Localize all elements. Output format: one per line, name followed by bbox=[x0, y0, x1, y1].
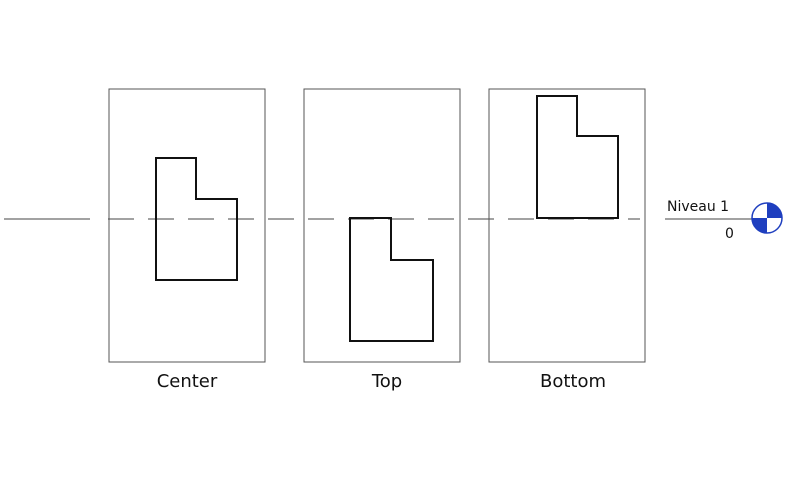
panel-bottom: Bottom bbox=[488, 88, 646, 392]
panel-frame bbox=[108, 88, 266, 363]
panel-top: Top bbox=[303, 88, 461, 392]
panel-center: Center bbox=[108, 88, 266, 392]
level-marker: Niveau 1 0 bbox=[667, 199, 783, 242]
profile-shape bbox=[536, 95, 619, 219]
panel-frame bbox=[303, 88, 461, 363]
level-target-icon bbox=[751, 202, 783, 234]
level-elevation: 0 bbox=[725, 226, 734, 242]
profile-shape bbox=[349, 217, 434, 342]
panel-frame bbox=[488, 88, 646, 363]
level-name: Niveau 1 bbox=[667, 199, 729, 215]
panel-label: Top bbox=[371, 371, 402, 392]
panel-label: Center bbox=[157, 371, 218, 392]
panel-label: Bottom bbox=[540, 371, 606, 392]
profile-shape bbox=[155, 157, 238, 281]
